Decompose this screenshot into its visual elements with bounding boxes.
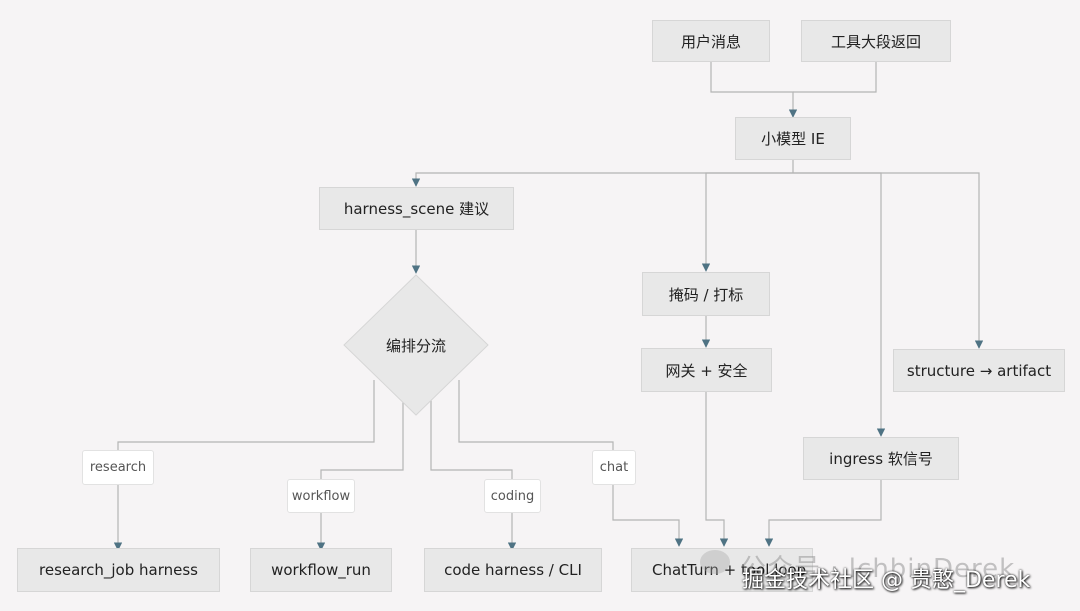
edge-label-workflow: workflow <box>287 479 355 513</box>
node-structure-artifact: structure → artifact <box>893 349 1065 392</box>
node-workflow-run: workflow_run <box>250 548 392 592</box>
node-gateway-security: 网关 + 安全 <box>641 348 772 392</box>
edge-user-to-model <box>710 62 798 118</box>
edge-gateway-to-chatturn <box>705 392 729 547</box>
watermark-site: 掘金技术社区 @ 贵憨_Derek <box>742 568 1031 593</box>
edge-model-to-ingress <box>793 172 886 437</box>
edge-orchestrate-chat <box>458 380 684 547</box>
wechat-icon <box>700 550 730 574</box>
node-tool-return: 工具大段返回 <box>801 20 951 62</box>
node-chatturn: ChatTurn + tool loop <box>631 548 813 592</box>
edge-label-chat: chat <box>592 450 636 485</box>
node-research-job: research_job harness <box>17 548 220 592</box>
edge-model-to-harness <box>411 172 793 187</box>
node-orchestrate-label: 编排分流 <box>385 336 446 355</box>
node-harness-scene: harness_scene 建议 <box>319 187 514 230</box>
edge-orchestrate-research <box>113 380 375 551</box>
edge-orchestrate-coding <box>430 400 517 551</box>
edge-tool-to-model <box>793 62 877 93</box>
node-code-harness: code harness / CLI <box>424 548 602 592</box>
edge-model-to-mask <box>701 172 793 272</box>
node-ingress-signal: ingress 软信号 <box>803 437 959 480</box>
edge-orchestrate-workflow <box>316 400 404 551</box>
edge-label-research: research <box>82 450 154 485</box>
node-mask-tag: 掩码 / 打标 <box>642 272 770 316</box>
edge-label-coding: coding <box>484 479 541 513</box>
watermark-account: 公众号 · lchbinDerek <box>740 554 1016 584</box>
orchestrate-diamond <box>343 274 489 416</box>
edge-ingress-to-chatturn <box>764 480 882 547</box>
node-small-model: 小模型 IE <box>735 117 851 160</box>
edge-model-to-structure <box>793 172 984 349</box>
node-user-message: 用户消息 <box>652 20 770 62</box>
